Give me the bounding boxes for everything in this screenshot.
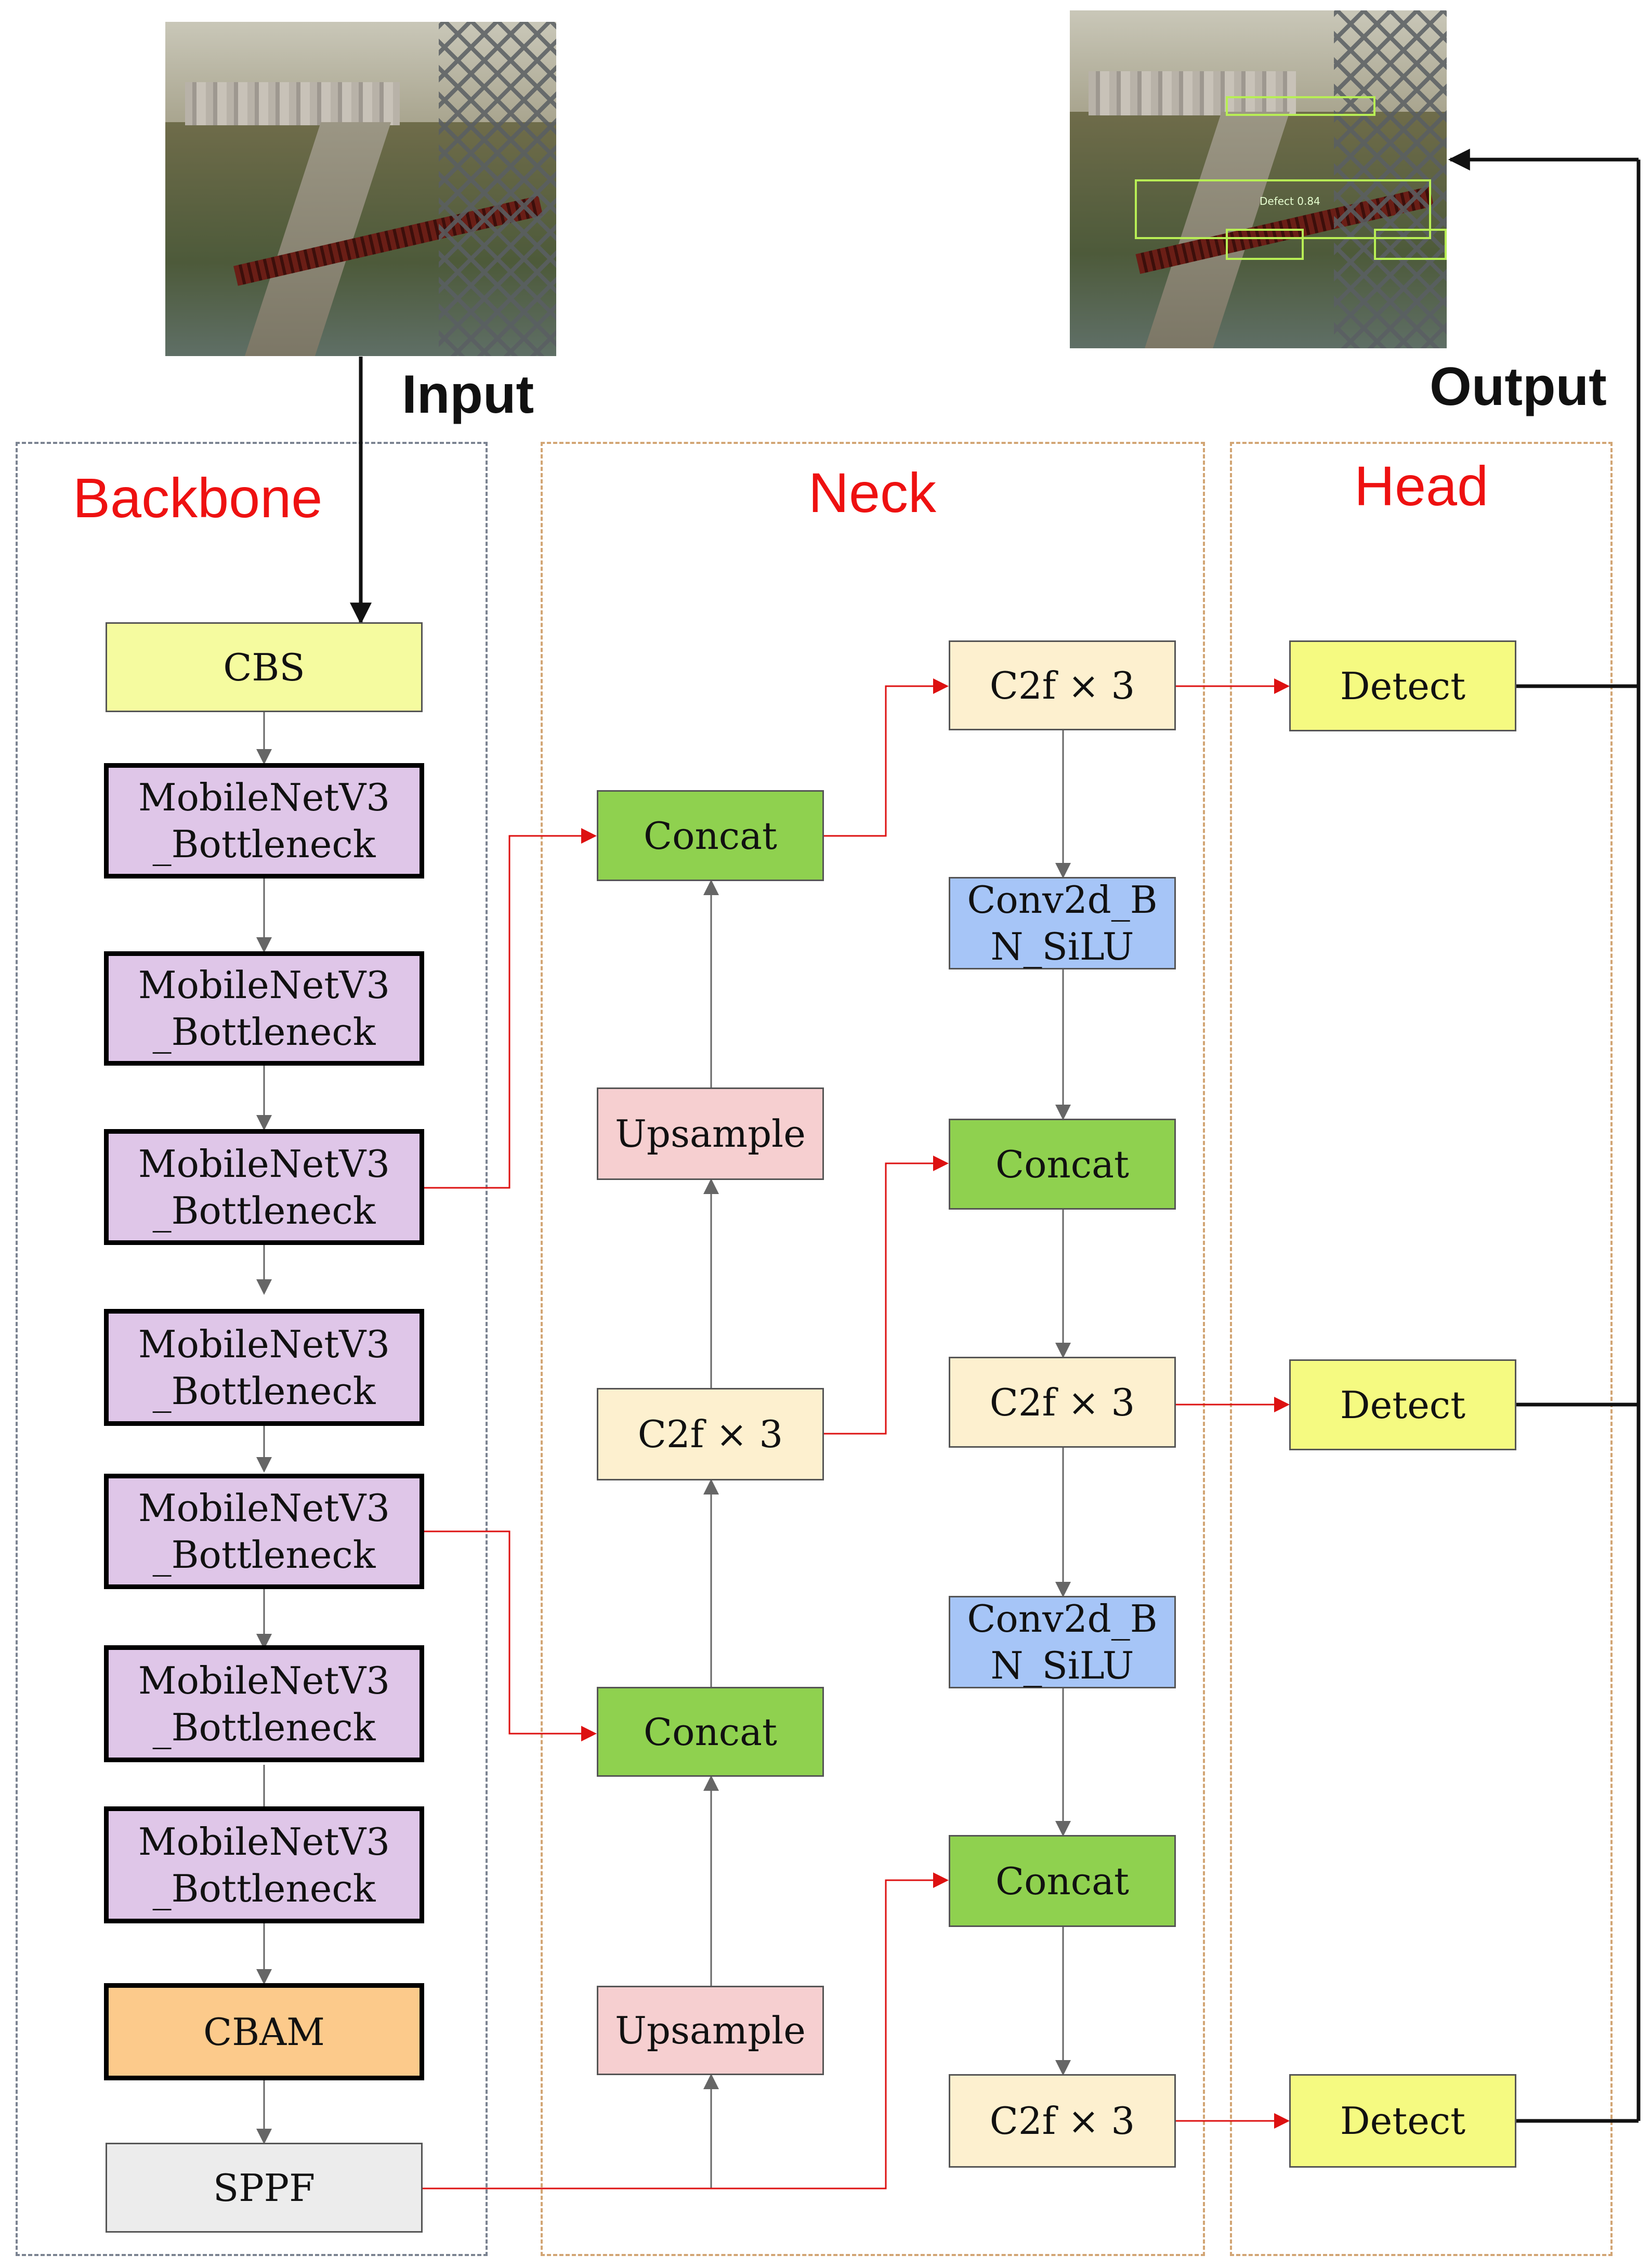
skip-arrow [824, 678, 949, 837]
bottleneck-block: MobileNetV3 _Bottleneck [104, 1645, 424, 1762]
neck-section [541, 442, 1205, 2256]
concat-block: Concat [597, 790, 824, 881]
concat-block: Concat [949, 1835, 1176, 1927]
cbam-block: CBAM [104, 1983, 424, 2080]
c2f-block: C2f × 3 [949, 640, 1176, 730]
c2f-block: C2f × 3 [597, 1388, 824, 1480]
input-label: Input [402, 364, 534, 425]
neck-title: Neck [808, 461, 937, 524]
skip-arrow [422, 828, 597, 1189]
concat-block: Concat [597, 1687, 824, 1777]
input-image [165, 22, 556, 356]
detection-box [1226, 96, 1375, 116]
bottleneck-block: MobileNetV3 _Bottleneck [104, 951, 424, 1066]
backbone-title: Backbone [73, 466, 323, 529]
head-title: Head [1354, 454, 1489, 517]
bottleneck-block: MobileNetV3 _Bottleneck [104, 763, 424, 879]
detection-box [1135, 179, 1431, 239]
detection-label: Defect 0.84 [1260, 195, 1320, 207]
bottleneck-block: MobileNetV3 _Bottleneck [104, 1309, 424, 1426]
detect-block: Detect [1289, 1359, 1516, 1450]
output-image: Defect 0.84 [1070, 10, 1447, 348]
detect-block: Detect [1289, 640, 1516, 731]
conv-block: Conv2d_B N_SiLU [949, 877, 1176, 969]
skip-arrow [422, 1530, 597, 1741]
upsample-block: Upsample [597, 1986, 824, 2075]
detection-box [1226, 229, 1304, 260]
backbone-section [16, 442, 488, 2256]
output-label: Output [1430, 357, 1607, 417]
head-section [1230, 442, 1613, 2256]
sppf-block: SPPF [106, 2143, 423, 2233]
c2f-block: C2f × 3 [949, 1357, 1176, 1448]
skip-arrow [824, 1156, 949, 1435]
c2f-block: C2f × 3 [949, 2074, 1176, 2168]
skip-arrow [422, 1872, 949, 2190]
bottleneck-block: MobileNetV3 _Bottleneck [104, 1129, 424, 1245]
conv-block: Conv2d_B N_SiLU [949, 1596, 1176, 1688]
concat-block: Concat [949, 1119, 1176, 1210]
bottleneck-block: MobileNetV3 _Bottleneck [104, 1474, 424, 1589]
cbs-block: CBS [106, 622, 423, 712]
upsample-block: Upsample [597, 1087, 824, 1180]
bottleneck-block: MobileNetV3 _Bottleneck [104, 1806, 424, 1923]
detection-box [1374, 229, 1447, 260]
detect-block: Detect [1289, 2074, 1516, 2168]
